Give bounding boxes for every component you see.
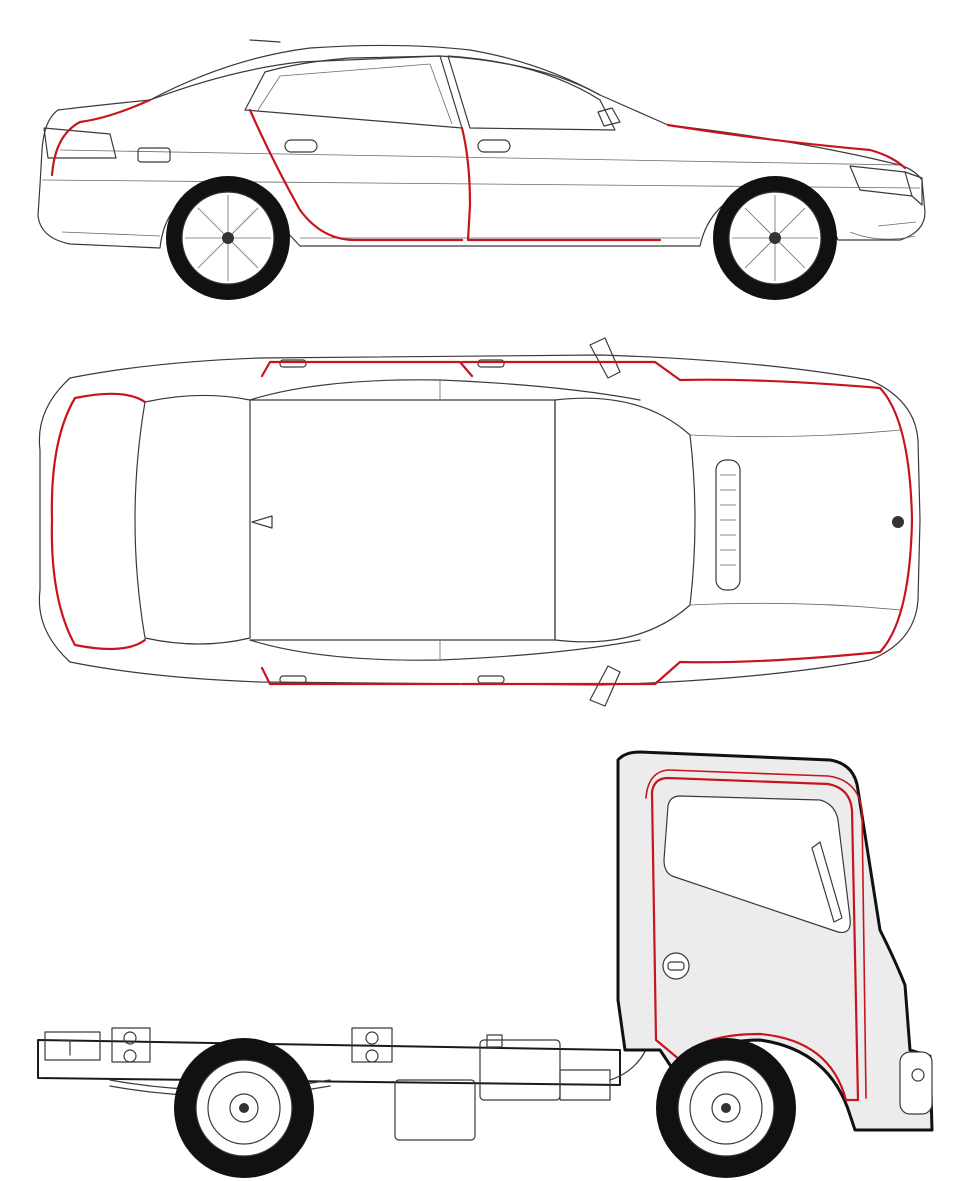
truck-chassis <box>37 1027 651 1141</box>
truck-rear-wheel <box>174 1038 314 1178</box>
sedan-side-front-wheel <box>713 176 837 300</box>
sedan-top-seal-lines <box>50 360 914 686</box>
truck-front-wheel <box>656 1038 796 1178</box>
sedan-side-seal-lines <box>50 98 907 242</box>
sedan-side-body <box>37 39 926 249</box>
sedan-top-view <box>38 337 921 707</box>
sedan-side-rear-wheel <box>166 176 290 300</box>
sedan-side-view <box>37 39 926 300</box>
sedan-top-body <box>38 337 921 707</box>
